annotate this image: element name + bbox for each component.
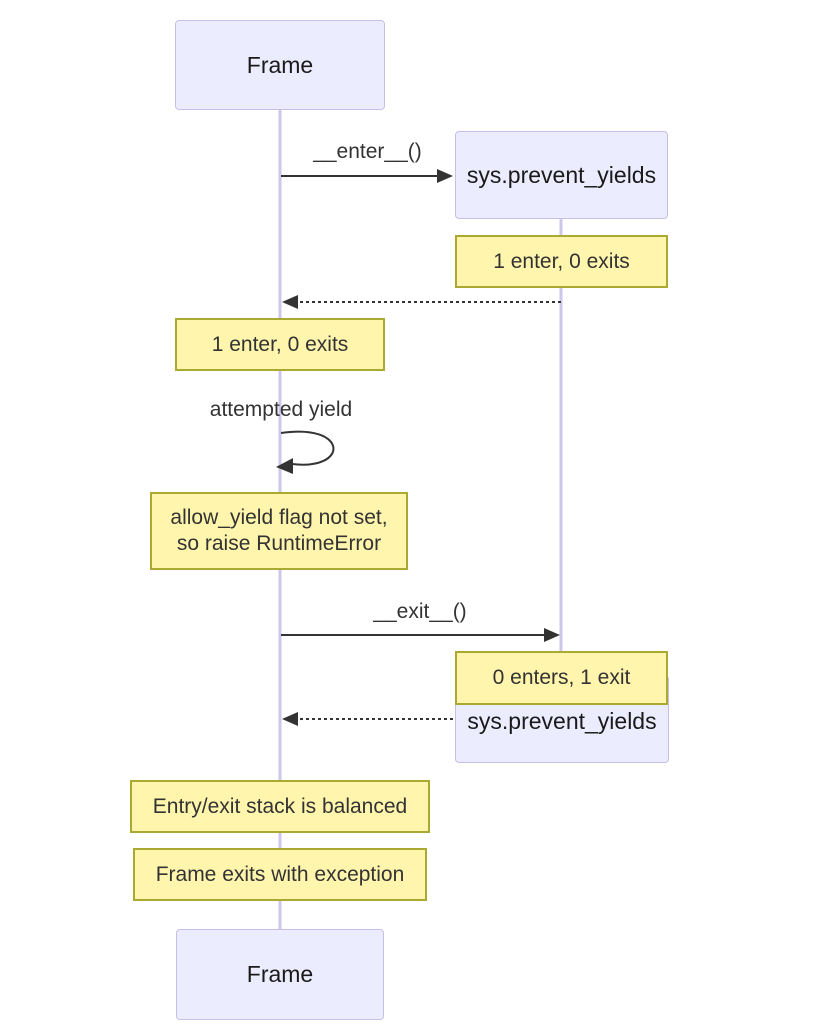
note-frame-exception-text: Frame exits with exception <box>155 862 405 886</box>
actor-frame-top-label: Frame <box>246 51 314 78</box>
note-frame-exception: Frame exits with exception <box>133 848 427 901</box>
note-frame-yield-error-line1: allow_yield flag not set, <box>170 506 388 529</box>
enter-arrowhead-icon <box>437 169 453 183</box>
actor-sys-top-label: sys.prevent_yields <box>466 161 657 188</box>
return-arrowhead-2-icon <box>282 712 298 726</box>
note-frame-after-enter: 1 enter, 0 exits <box>175 318 385 371</box>
note-frame-yield-error: allow_yield flag not set, so raise Runti… <box>150 492 408 570</box>
exit-arrowhead-icon <box>544 628 560 642</box>
note-frame-balanced: Entry/exit stack is balanced <box>130 780 430 833</box>
exit-message-label: __exit__() <box>373 600 467 623</box>
self-loop-path <box>280 430 335 466</box>
actor-sys-bottom-label: sys.prevent_yields <box>467 708 657 734</box>
note-frame-yield-error-line2: so raise RuntimeError <box>176 532 382 555</box>
enter-arrow <box>281 169 453 183</box>
note-sys-after-exit: 0 enters, 1 exit <box>455 651 668 705</box>
actor-sys-top: sys.prevent_yields <box>455 131 668 219</box>
enter-message-label: __enter__() <box>313 140 422 163</box>
note-sys-after-enter-text: 1 enter, 0 exits <box>493 249 630 273</box>
self-loop-arrow <box>276 430 335 474</box>
self-loop-message-label: attempted yield <box>209 398 353 421</box>
actor-frame-top: Frame <box>175 20 385 110</box>
return-arrow-1 <box>282 295 561 309</box>
note-sys-after-enter: 1 enter, 0 exits <box>455 235 668 288</box>
actor-frame-bottom: Frame <box>176 929 384 1020</box>
note-sys-after-exit-text: 0 enters, 1 exit <box>492 666 631 689</box>
note-frame-after-enter-text: 1 enter, 0 exits <box>211 332 349 356</box>
exit-arrow <box>281 628 560 642</box>
actor-frame-bottom-label: Frame <box>246 961 314 987</box>
self-loop-arrowhead-icon <box>276 458 293 474</box>
return-arrowhead-1-icon <box>282 295 298 309</box>
note-frame-balanced-text: Entry/exit stack is balanced <box>152 794 408 818</box>
